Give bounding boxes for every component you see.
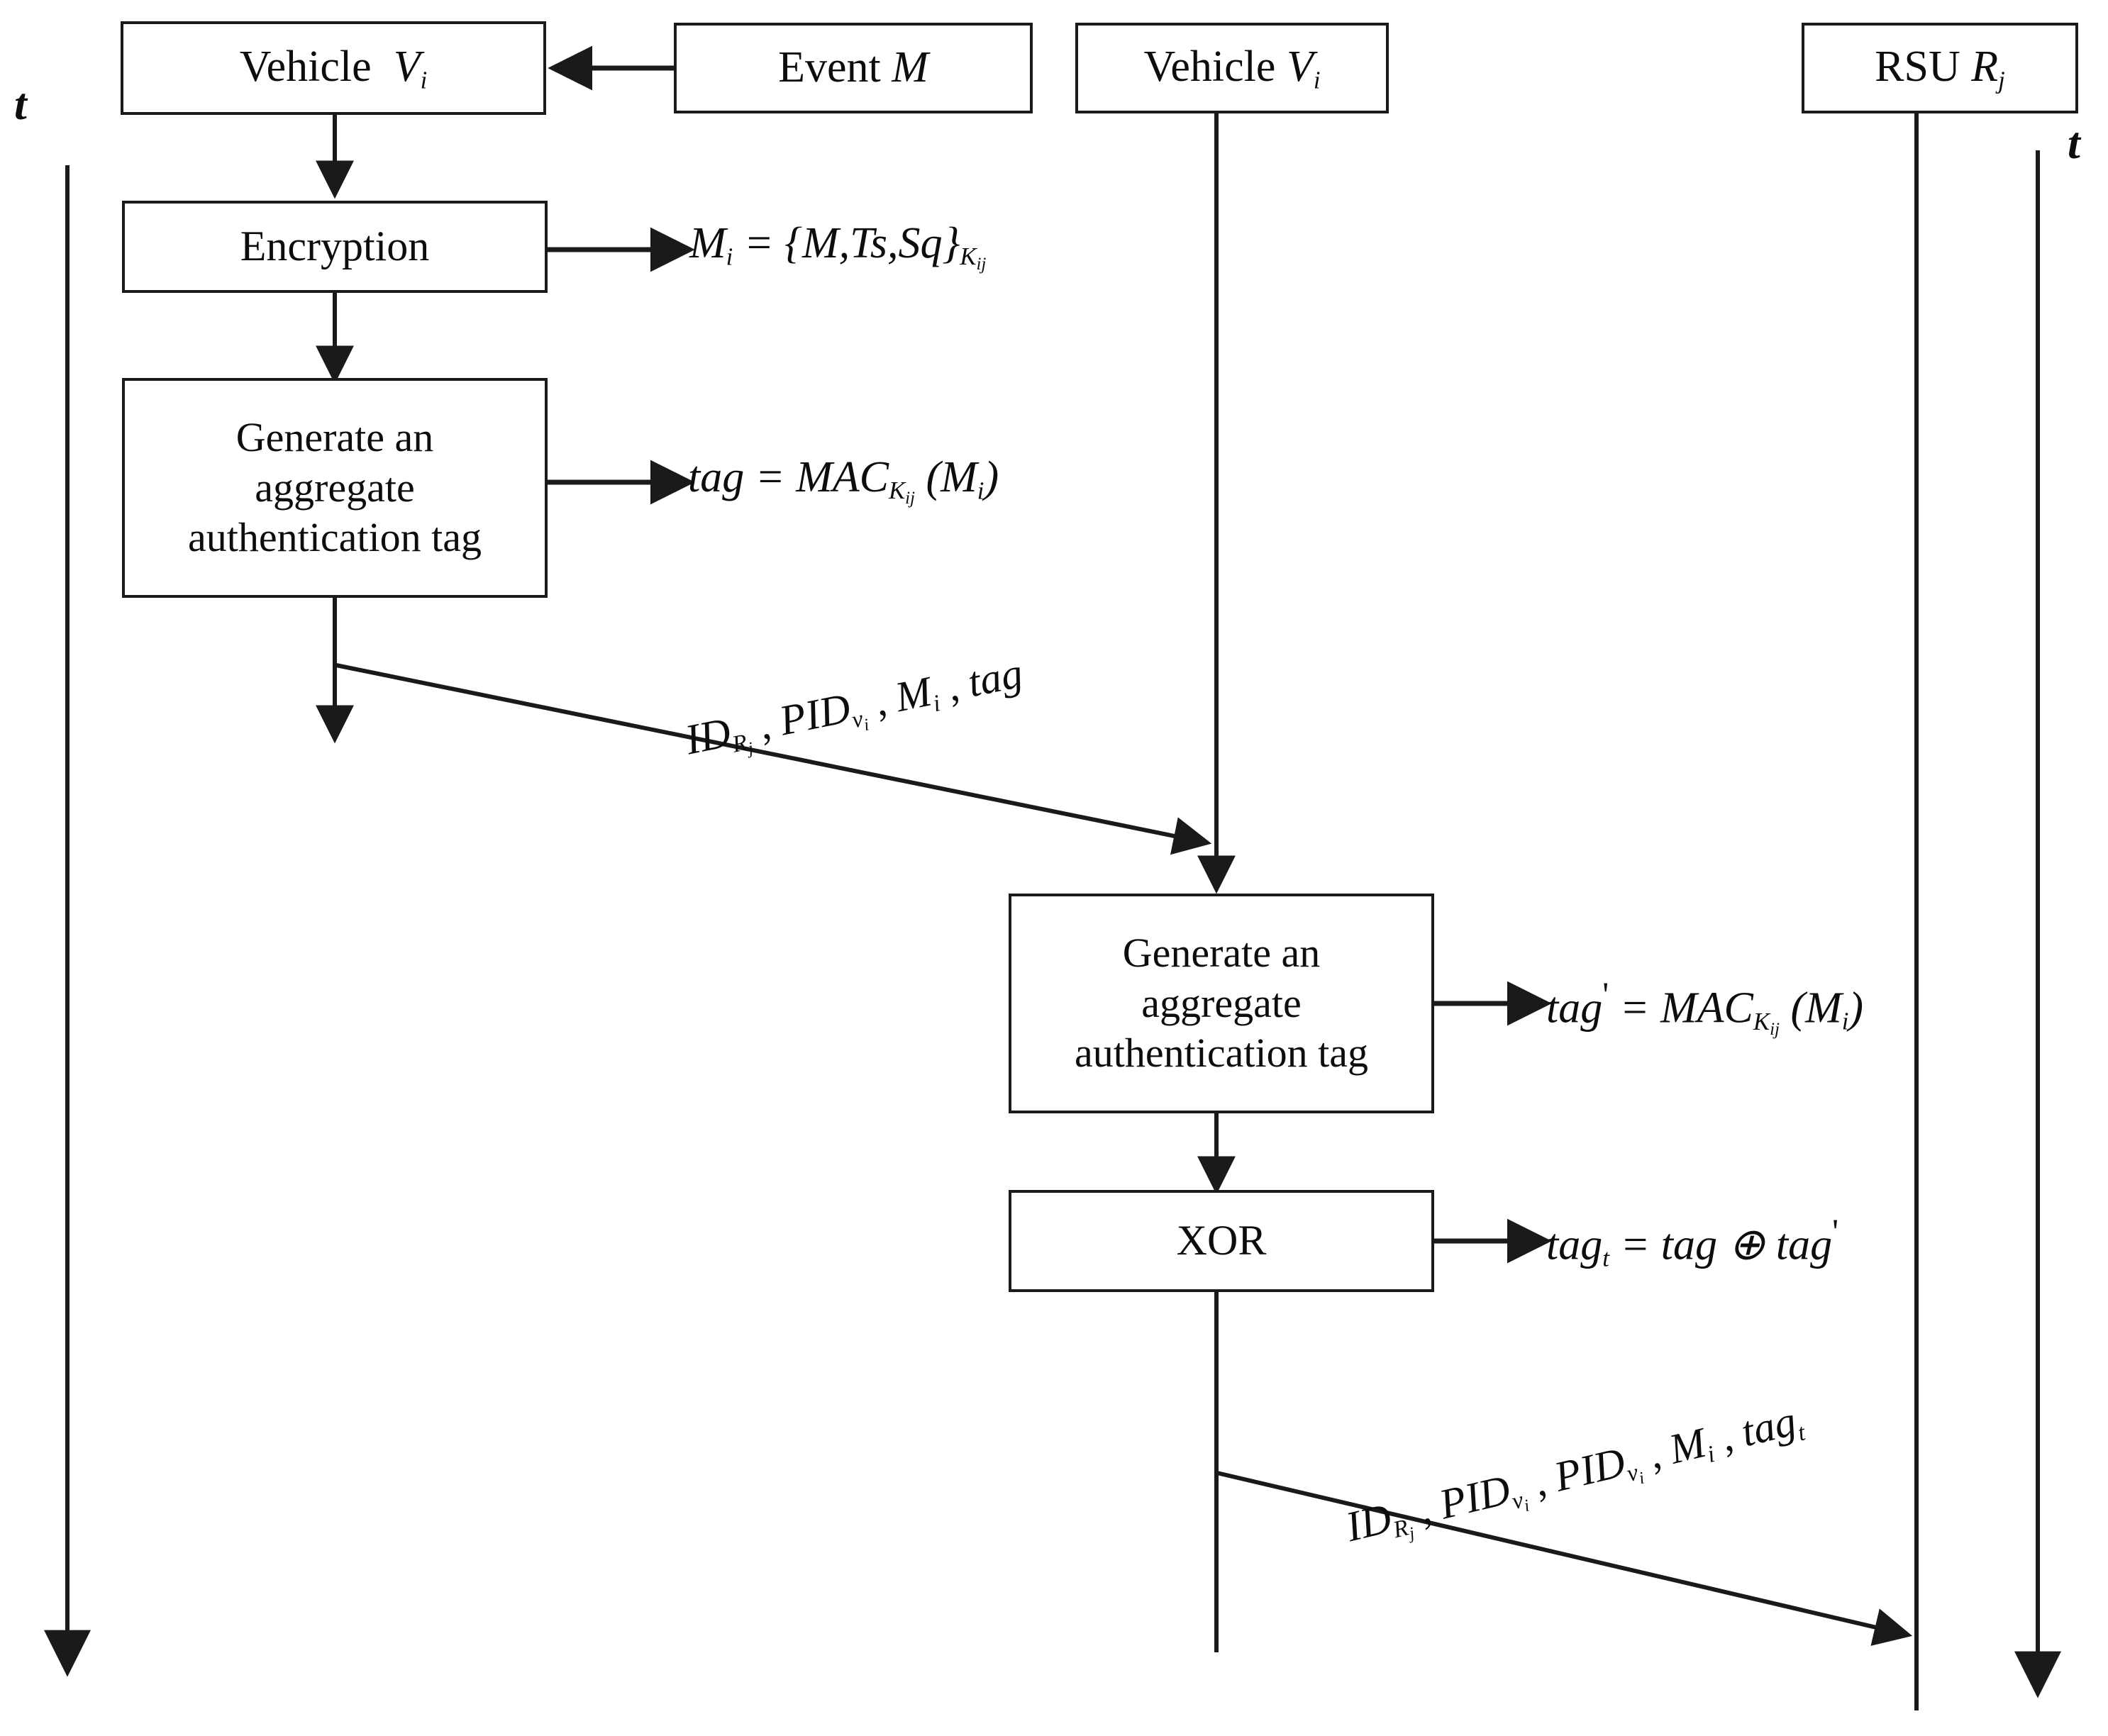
- formula-encryption-output: Mi = {M,Ts,Sq}Kij: [689, 219, 987, 274]
- actor-box-rsu-rj[interactable]: RSU Rj: [1802, 23, 2078, 113]
- actor-box-vehicle-vi-middle[interactable]: Vehicle Vi: [1075, 23, 1389, 113]
- actor-label-vehicle-vi-middle: Vehicle Vi: [1143, 43, 1321, 94]
- process-label-generate-tag-left-line1: Generate an: [235, 413, 434, 460]
- process-label-generate-tag-middle-line1: Generate an: [1122, 929, 1321, 976]
- actor-label-event-m: Event M: [778, 43, 928, 92]
- actor-box-vehicle-vi-left[interactable]: Vehicle Vi: [121, 21, 546, 115]
- process-box-generate-tag-left[interactable]: Generate an aggregate authentication tag: [122, 378, 548, 598]
- time-axis-label-right: t: [2068, 118, 2080, 168]
- actor-label-vehicle-vi-left: Vehicle Vi: [239, 43, 428, 94]
- process-box-encryption[interactable]: Encryption: [122, 201, 548, 293]
- formula-tag-left: tag = MACKij (Mi): [688, 453, 999, 508]
- process-box-xor[interactable]: XOR: [1009, 1190, 1434, 1292]
- actor-box-event-m[interactable]: Event M: [674, 23, 1033, 113]
- formula-xor-output: tagt = tag ⊕ tag': [1546, 1212, 1839, 1272]
- process-label-generate-tag-left-line2: aggregate: [255, 464, 415, 511]
- message-line-vehicle-to-vehicle: [335, 663, 1212, 855]
- time-axis-label-left: t: [14, 79, 27, 129]
- process-box-generate-tag-middle[interactable]: Generate an aggregate authentication tag: [1009, 894, 1434, 1113]
- process-label-generate-tag-left-line3: authentication tag: [188, 514, 482, 561]
- actor-label-rsu-rj: RSU Rj: [1875, 43, 2005, 94]
- process-label-encryption: Encryption: [240, 223, 430, 270]
- process-label-generate-tag-middle-line3: authentication tag: [1075, 1030, 1368, 1076]
- process-label-xor: XOR: [1176, 1217, 1267, 1264]
- message-line-vehicle-to-rsu: [1216, 1471, 1913, 1646]
- process-label-generate-tag-middle-line2: aggregate: [1141, 979, 1302, 1026]
- formula-tag-prime-middle: tag' = MACKij (Mi): [1546, 975, 1864, 1039]
